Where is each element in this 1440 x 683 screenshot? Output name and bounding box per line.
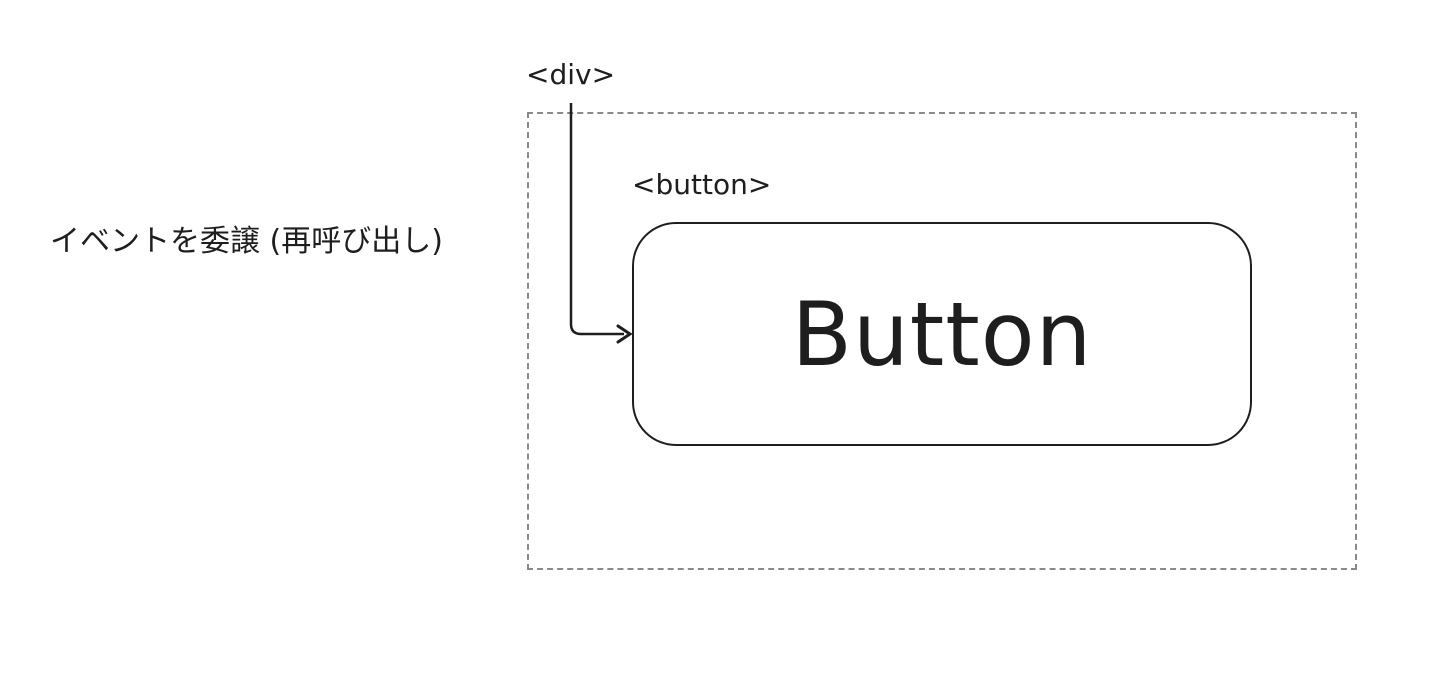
inner-button[interactable]: Button xyxy=(632,222,1252,446)
button-tag-label: <button> xyxy=(632,168,772,201)
div-tag-label: <div> xyxy=(526,58,616,91)
inner-button-label: Button xyxy=(791,282,1093,386)
outer-div-container xyxy=(527,112,1357,570)
event-delegation-label: イベントを委譲 (再呼び出し) xyxy=(50,224,443,259)
